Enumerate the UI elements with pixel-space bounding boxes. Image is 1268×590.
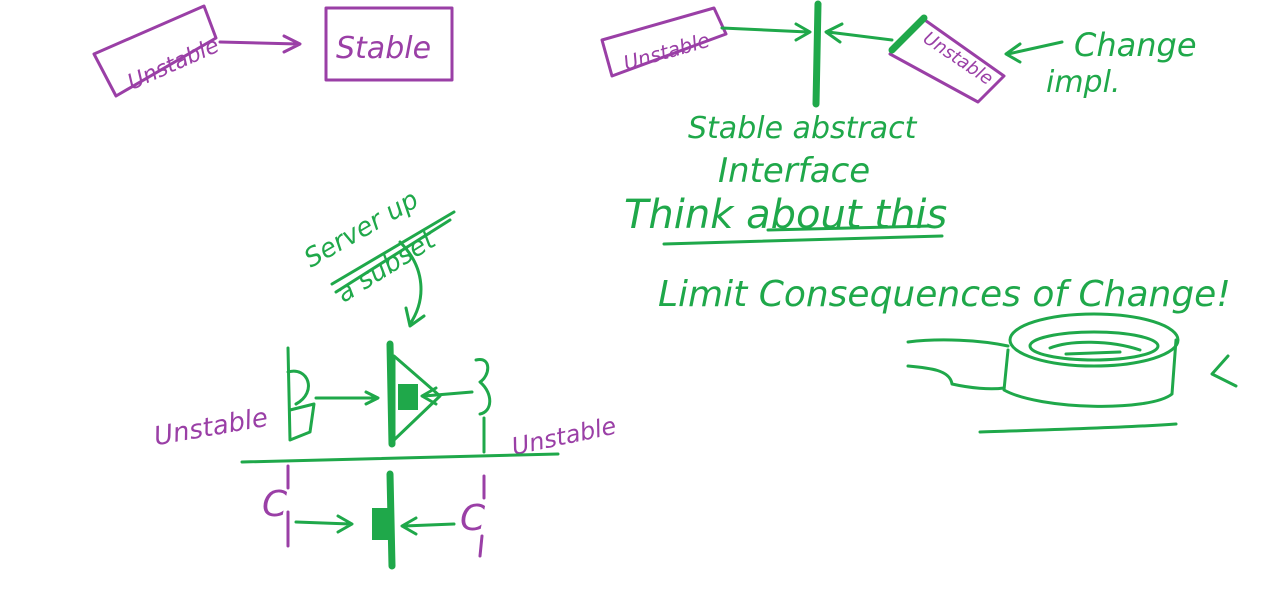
arrow-change-to-box xyxy=(1004,40,1064,64)
arrow-right-to-triangle xyxy=(420,386,474,406)
bottom-left-group: Server up a subset Unstable Unstable C C xyxy=(152,185,619,570)
pot-inner xyxy=(1028,330,1160,362)
stable-abstract-label: Stable abstract xyxy=(688,111,918,146)
pot-handle xyxy=(906,338,1010,391)
interface-triangle-fill xyxy=(398,384,418,410)
unstable-box-green-edge xyxy=(888,14,928,54)
c-label-bottom-left: C xyxy=(262,484,288,525)
arrow-right-to-interface xyxy=(824,22,894,44)
unstable-box-top-right-left xyxy=(600,6,728,78)
arrow-left-to-triangle xyxy=(314,390,380,406)
arrow-unstable-to-stable xyxy=(218,34,302,54)
interface-bar-bottom-upper xyxy=(386,340,396,448)
subset-underline-1 xyxy=(330,210,456,286)
pot-base-line xyxy=(978,422,1178,434)
unstable-label-top-right-left: Unstable xyxy=(621,28,713,75)
unstable-box-top-left xyxy=(92,4,218,98)
pot-right-mark xyxy=(1210,354,1238,388)
think-underline-2 xyxy=(662,234,944,246)
arrow-c-left-to-bar xyxy=(294,514,354,534)
interface-bar xyxy=(812,0,822,108)
unstable-label-top-right-right: Unstable xyxy=(919,28,997,90)
pot-body xyxy=(1002,338,1178,408)
think-about-this-label: Think about this xyxy=(624,192,947,238)
pot-rim xyxy=(1008,312,1180,368)
right-client-glyph xyxy=(474,358,492,454)
interface-lower-fill xyxy=(372,508,388,540)
stable-box-top-left xyxy=(324,6,454,82)
impl-label: impl. xyxy=(1046,65,1120,100)
c-right-stem xyxy=(478,474,486,558)
top-left-group: Unstable Stable xyxy=(92,4,454,98)
limit-consequences-label: Limit Consequences of Change! xyxy=(658,274,1231,315)
subset-underline-2 xyxy=(334,218,452,294)
stable-label-top-left: Stable xyxy=(336,31,431,66)
divider-line xyxy=(240,452,560,464)
arrow-left-to-interface xyxy=(720,22,812,42)
c-label-bottom-right: C xyxy=(460,498,486,539)
interface-label: Interface xyxy=(718,151,870,191)
left-client-glyph xyxy=(286,346,316,442)
unstable-label-top-left: Unstable xyxy=(124,33,223,95)
top-right-group: Unstable Unstable Change impl. Stable ab… xyxy=(600,0,1231,315)
think-underline-1 xyxy=(766,224,932,232)
interface-triangle xyxy=(392,354,442,442)
unstable-label-bottom-left: Unstable xyxy=(152,403,270,452)
arrow-c-right-to-bar xyxy=(400,516,456,536)
interface-bar-bottom-lower xyxy=(386,470,396,570)
pot-sketch xyxy=(906,312,1238,434)
arrow-subset-to-interface xyxy=(398,240,426,328)
pot-swirl xyxy=(1048,340,1142,356)
change-label: Change xyxy=(1074,26,1197,64)
